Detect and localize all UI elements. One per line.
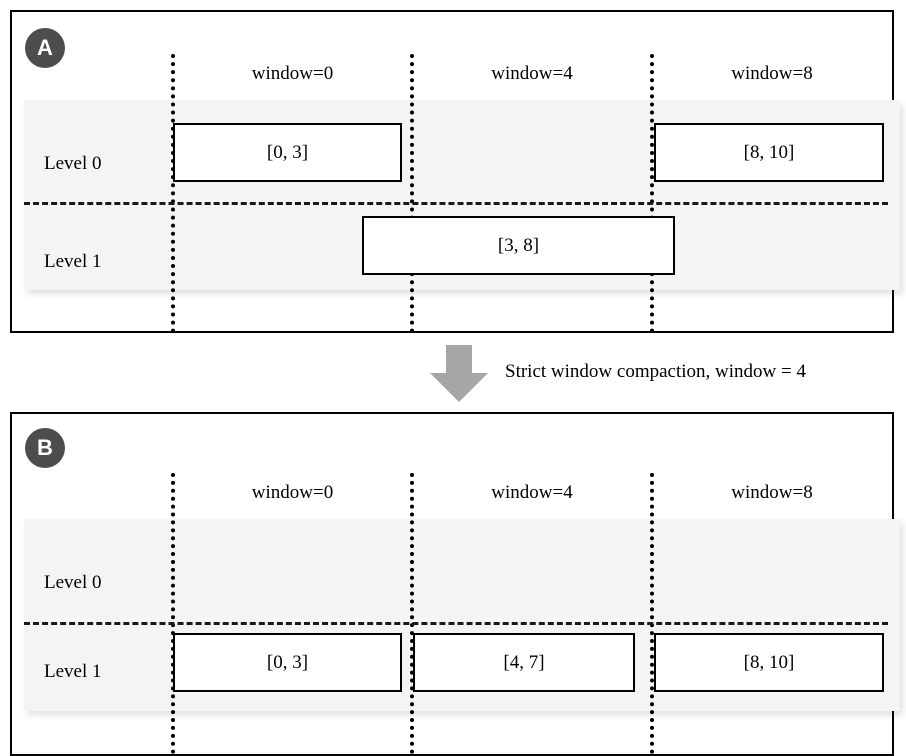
down-arrow-icon <box>430 345 488 402</box>
panel-b-window-divider-0 <box>171 473 175 754</box>
panel-a-badge: A <box>25 28 65 68</box>
panel-a-row-label-level-0: Level 0 <box>44 153 102 174</box>
panel-b-interval-box-4-7: [4, 7] <box>413 633 635 692</box>
panel-a-interval-box-0-3: [0, 3] <box>173 123 402 182</box>
panel-b-interval-box-8-10: [8, 10] <box>654 633 884 692</box>
panel-a-window-divider-0 <box>171 54 175 333</box>
panel-a-column-header-window-8: window=8 <box>731 63 813 84</box>
panel-b-badge-label: B <box>37 435 53 460</box>
panel-b-badge: B <box>25 428 65 468</box>
panel-b-level-divider <box>24 622 888 625</box>
panel-a-column-header-window-0: window=0 <box>251 63 334 84</box>
panel-a-row-label-level-1: Level 1 <box>44 251 102 272</box>
panel-a-level-divider <box>24 202 888 205</box>
panel-b-window-divider-4 <box>410 473 414 754</box>
transition-caption: Strict window compaction, window = 4 <box>505 361 806 382</box>
panel-b-row-label-level-1: Level 1 <box>44 661 102 682</box>
panel-b-window-divider-8 <box>650 473 654 754</box>
panel-a-window-divider-4 <box>410 54 414 333</box>
panel-a-interval-box-8-10: [8, 10] <box>654 123 884 182</box>
panel-b-column-header-window-8: window=8 <box>731 482 813 503</box>
panel-b: B window=0 window=4 window=8 Level 0 Lev… <box>10 412 900 756</box>
panel-a: A window=0 window=4 window=8 Level 0 Lev… <box>10 10 900 333</box>
panel-b-column-header-window-4: window=4 <box>491 482 573 503</box>
panel-a-window-divider-8 <box>650 54 654 333</box>
panel-b-column-header-window-0: window=0 <box>251 482 334 503</box>
panel-a-interval-box-3-8: [3, 8] <box>362 216 675 275</box>
panel-b-row-label-level-0: Level 0 <box>44 572 102 593</box>
panel-a-badge-label: A <box>37 35 53 60</box>
panel-a-column-header-window-4: window=4 <box>491 63 573 84</box>
panel-b-interval-box-0-3: [0, 3] <box>173 633 402 692</box>
